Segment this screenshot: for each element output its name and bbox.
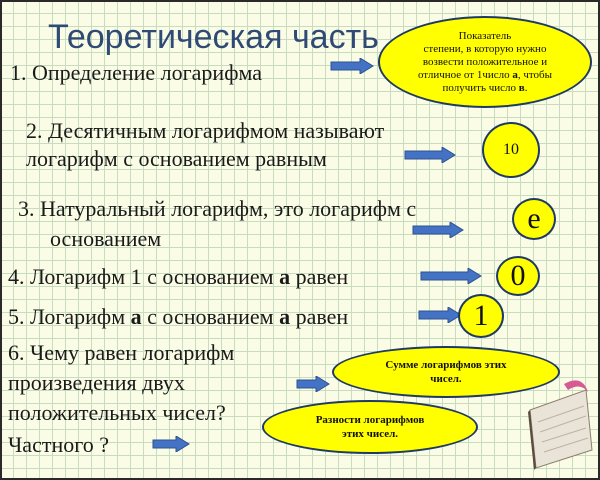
log-of-one-answer-bubble: 0 <box>496 256 540 296</box>
quotient-answer-line-2: этих чисел. <box>341 428 399 440</box>
arrow-right-icon <box>152 436 190 452</box>
item-6-line-4: Частного ? <box>8 432 109 457</box>
arrow-right-icon <box>404 147 456 163</box>
product-answer-line-2: чисел. <box>430 373 462 385</box>
item-5-post: равен <box>290 304 349 329</box>
definition-line-5: получить число в. <box>418 82 552 95</box>
definition-line-4: отличное от 1число а, чтобы <box>418 69 552 82</box>
item-5-text: 5. Логарифм а с основанием а равен <box>8 304 348 330</box>
arrow-right-icon <box>420 268 482 284</box>
book-image <box>528 380 593 470</box>
definition-line-1: Показатель <box>458 29 512 42</box>
item-2-line-2: логарифм с основанием равным <box>26 146 327 171</box>
definition-line-4-b: а <box>512 68 518 81</box>
item-3-line-1: 3. Натуральный логарифм, это логарифм с <box>18 196 417 221</box>
quotient-answer-line-1: Разности логарифмов <box>315 414 425 426</box>
item-2-line-1: 2. Десятичным логарифмом называют <box>26 118 385 143</box>
definition-line-3: возвести положительное и <box>422 55 548 68</box>
product-answer-bubble: Сумме логарифмов этих чисел. <box>332 346 560 398</box>
definition-answer-bubble: Показатель степени, в которую нужно возв… <box>378 16 592 108</box>
arrow-right-icon <box>412 222 464 238</box>
decimal-answer: 10 <box>503 141 519 158</box>
definition-line-5-b: в <box>518 81 525 94</box>
item-6-line-2: произведения двух <box>8 370 185 395</box>
item-4-pre: 4. Логарифм 1 с основанием <box>8 264 280 289</box>
slide-title: Теоретическая часть <box>48 18 379 56</box>
log-of-one-answer: 0 <box>510 259 526 292</box>
log-base-itself-answer-bubble: 1 <box>458 294 504 338</box>
item-4-text: 4. Логарифм 1 с основанием а равен <box>8 264 348 290</box>
arrow-right-icon <box>418 307 462 323</box>
item-4-bold: а <box>279 264 291 289</box>
definition-line-2: степени, в которую нужно <box>423 42 547 55</box>
definition-line-5-a: получить число <box>442 81 519 94</box>
item-6-line-1: 6. Чему равен логарифм <box>8 340 235 365</box>
item-6-line-3: положительных чисел? <box>8 400 226 425</box>
item-3-line-2: основанием <box>50 226 162 251</box>
decimal-answer-bubble: 10 <box>482 122 540 178</box>
item-4-post: равен <box>290 264 349 289</box>
definition-line-4-c: , чтобы <box>517 68 553 81</box>
item-5-bold-1: а <box>130 304 142 329</box>
natural-answer: e <box>527 202 541 235</box>
arrow-right-icon <box>330 58 374 74</box>
product-answer-line-1: Сумме логарифмов этих <box>385 359 507 371</box>
item-5-bold-2: а <box>279 304 291 329</box>
definition-line-5-c: . <box>524 81 528 94</box>
item-1-text: 1. Определение логарифма <box>10 60 262 85</box>
quotient-answer-bubble: Разности логарифмов этих чисел. <box>262 400 478 454</box>
arrow-right-icon <box>296 376 330 392</box>
item-5-mid: с основанием <box>141 304 280 329</box>
log-base-itself-answer: 1 <box>473 299 489 332</box>
item-5-pre: 5. Логарифм <box>8 304 131 329</box>
definition-line-4-a: отличное от 1число <box>417 68 513 81</box>
natural-answer-bubble: e <box>512 198 556 240</box>
